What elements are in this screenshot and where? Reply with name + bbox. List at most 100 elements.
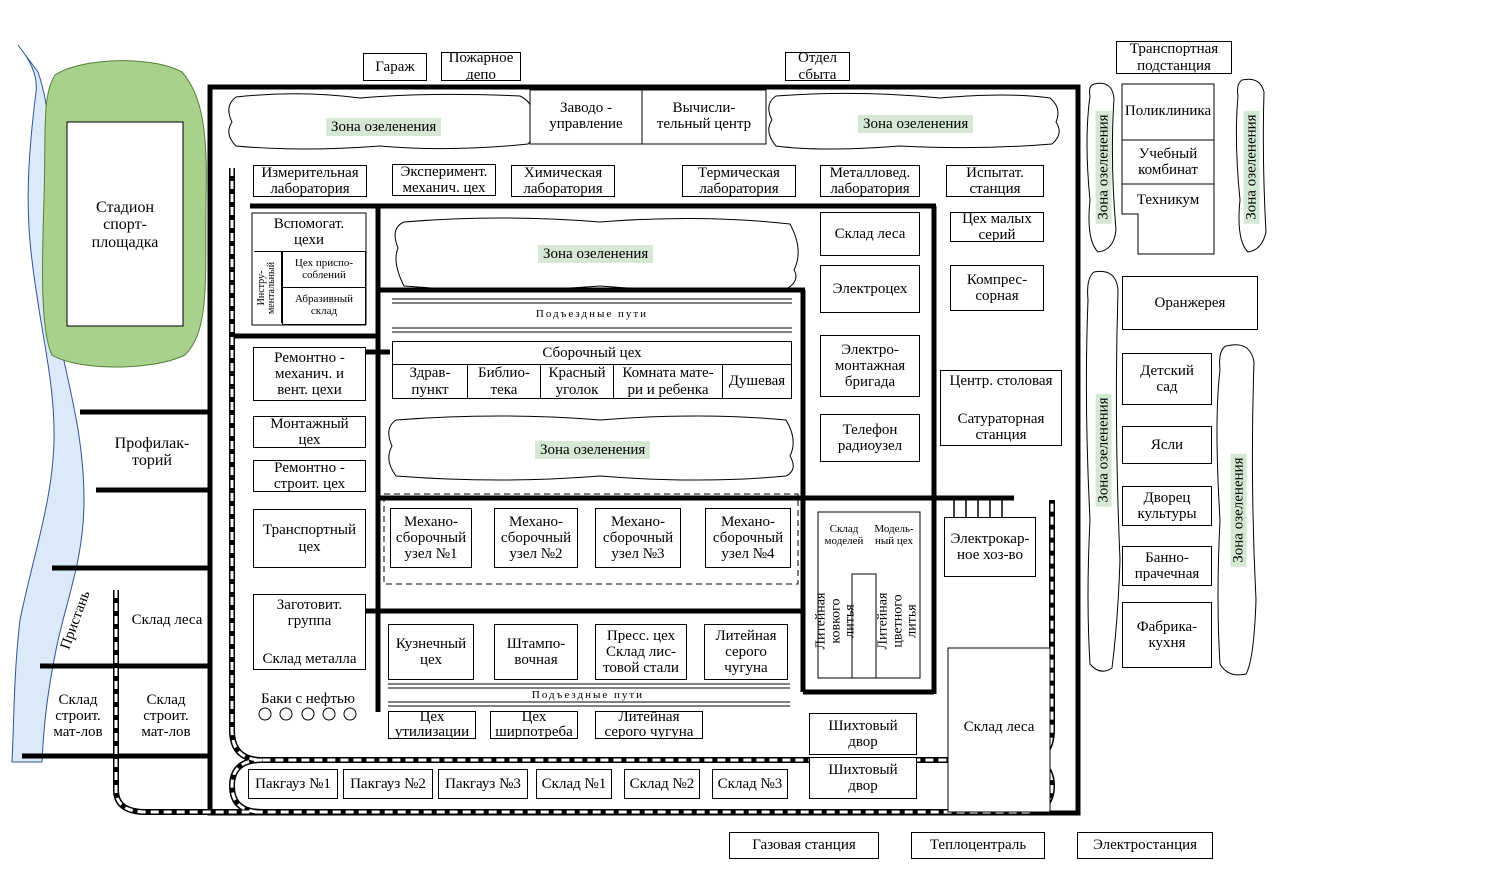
green-zone-label: Зона озеленения xyxy=(1227,430,1251,590)
green-zone-label: Зона озеленения xyxy=(1240,90,1264,244)
nonferrous-foundry: Литейная цветного литья xyxy=(874,592,920,650)
green-zone-label: Зона озеленения xyxy=(538,245,654,263)
plant-management: Заводо - управление xyxy=(549,99,623,132)
assembly-shop: Монтажный цех xyxy=(253,416,366,448)
access-roads-label: Подъездные пути xyxy=(535,308,649,320)
sales-department: Отдел сбыта xyxy=(785,52,850,81)
procurement-group: Заготовит. группа Склад металла xyxy=(253,594,366,670)
telephone-radio-hub: Телефон радиоузел xyxy=(820,414,920,462)
kindergarten: Детский сад xyxy=(1122,353,1212,405)
health-post: Здрав- пункт xyxy=(392,364,468,399)
fixture-shop: Цех приспо- соблений xyxy=(282,251,366,288)
transport-shop: Транспортный цех xyxy=(253,509,366,568)
metallography-lab: Металловед. лаборатория xyxy=(820,165,920,197)
mech-assembly-unit-3: Механо- сборочный узел №3 xyxy=(595,508,681,568)
press-shop: Пресс. цех Склад лис- товой стали xyxy=(595,624,687,680)
gray-iron-foundry-2: Литейная серого чугуна xyxy=(595,711,703,739)
chemical-lab: Химическая лаборатория xyxy=(511,165,615,197)
building-materials-store-2: Склад строит. мат-лов xyxy=(141,691,191,741)
model-store: Склад моделей xyxy=(824,523,864,547)
utilization-shop: Цех утилизации xyxy=(388,711,476,739)
library: Библио- тека xyxy=(467,364,541,399)
warehouse-2: Пакгауз №2 xyxy=(343,769,433,799)
experimental-mech-shop: Эксперимент. механич. цех xyxy=(392,164,496,196)
social-building xyxy=(1121,83,1215,255)
auxiliary-shops: Вспомогат. цехи xyxy=(273,215,345,248)
gas-station: Газовая станция xyxy=(729,832,879,859)
admin-building xyxy=(529,89,767,145)
electro-shop: Электроцех xyxy=(820,265,920,313)
green-zone-label: Зона озеленения xyxy=(858,115,974,133)
store-1: Склад №1 xyxy=(536,769,612,799)
prophylactorium: Профилак- торий xyxy=(114,434,190,469)
charge-yard-2: Шихтовый двор xyxy=(809,757,917,799)
thermal-lab: Термическая лаборатория xyxy=(682,165,796,197)
small-series-shop: Цех малых серий xyxy=(950,212,1044,242)
repair-mech-shops: Ремонтно - механич. и вент. цехи xyxy=(253,347,366,401)
oil-tank xyxy=(258,707,272,721)
stadium-label: Стадион спорт- площадка xyxy=(91,199,159,251)
fire-depot: Пожарное депо xyxy=(441,52,521,81)
warehouse-1: Пакгауз №1 xyxy=(248,769,338,799)
warehouse-3: Пакгауз №3 xyxy=(438,769,528,799)
charge-yard-1: Шихтовый двор xyxy=(809,713,917,755)
transformer-substation: Транспортная подстанция xyxy=(1116,41,1232,74)
greenhouse: Оранжерея xyxy=(1122,276,1258,330)
consumer-goods-shop: Цех ширпотреба xyxy=(490,711,578,739)
power-plant: Электростанция xyxy=(1077,832,1213,859)
yard-block xyxy=(947,647,1051,813)
technical-school: Техникум xyxy=(1136,191,1200,208)
repair-construction-shop: Ремонтно - строит. цех xyxy=(253,460,366,492)
garage: Гараж xyxy=(363,53,427,81)
culture-palace: Дворец культуры xyxy=(1122,486,1212,526)
measuring-lab: Измерительная лаборатория xyxy=(253,165,367,197)
kitchen-factory: Фабрика- кухня xyxy=(1122,602,1212,668)
assembly-shop-main: Сборочный цех xyxy=(392,341,792,365)
timber-store-2: Склад леса xyxy=(963,718,1035,735)
metal-store-label: Склад металла xyxy=(262,650,357,667)
gray-iron-foundry: Литейная серого чугуна xyxy=(704,624,788,680)
foundry-block xyxy=(817,511,921,679)
oil-tank xyxy=(301,707,315,721)
oil-tank xyxy=(279,707,293,721)
green-zone-label: Зона озеленения xyxy=(1092,90,1116,244)
pier-label: Пристань xyxy=(57,588,94,652)
mech-assembly-unit-2: Механо- сборочный узел №2 xyxy=(494,508,578,568)
green-zone-label: Зона озеленения xyxy=(1092,370,1116,530)
mech-units-enclosure xyxy=(383,493,799,585)
computing-center: Вычисли- тельный центр xyxy=(656,99,752,132)
malleable-iron-foundry: Литейная ковкого литья xyxy=(812,592,858,650)
mech-assembly-unit-1: Механо- сборочный узел №1 xyxy=(390,508,472,568)
timber-store: Склад леса xyxy=(820,212,920,256)
test-station: Испытат. станция xyxy=(946,165,1044,197)
mech-assembly-unit-4: Механо- сборочный узел №4 xyxy=(705,508,791,568)
heat-plant: Теплоцентраль xyxy=(911,832,1045,859)
access-roads-label-2: Подъездные пути xyxy=(531,689,645,701)
mother-child-room: Комната мате- ри и ребенка xyxy=(613,364,723,399)
bath-laundry: Банно- прачечная xyxy=(1122,546,1212,586)
green-zone-label: Зона озеленения xyxy=(326,118,442,136)
stadium-field xyxy=(66,121,184,327)
central-canteen-label: Центр. столовая xyxy=(949,373,1053,389)
building-materials-store-1: Склад строит. мат-лов xyxy=(53,691,103,741)
green-zone-label: Зона озеленения xyxy=(535,441,651,459)
store-2: Склад №2 xyxy=(624,769,700,799)
tool-shop: Инстру- ментальный xyxy=(254,251,282,323)
red-corner: Красный уголок xyxy=(540,364,614,399)
oil-tank xyxy=(322,707,336,721)
soda-station-label: Сатураторная станция xyxy=(957,410,1045,443)
polyclinic: Поликлиника xyxy=(1124,102,1212,119)
timber-store-outside: Склад леса xyxy=(131,611,203,628)
oil-tanks-label: Баки с нефтью xyxy=(261,690,355,707)
oil-tank xyxy=(343,707,357,721)
procurement-group-label: Заготовит. группа xyxy=(276,597,343,630)
stamping-shop: Штампо- вочная xyxy=(494,624,578,680)
forge-shop: Кузнечный цех xyxy=(388,624,474,680)
electro-install-brigade: Электро- монтажная бригада xyxy=(820,335,920,397)
shower-room: Душевая xyxy=(722,364,792,399)
store-3: Склад №3 xyxy=(712,769,788,799)
compressor-station: Компрес- сорная xyxy=(950,265,1044,311)
model-shop: Модель- ный цех xyxy=(874,523,914,547)
abrasive-store: Абразивный склад xyxy=(282,287,366,325)
electrocar-facility: Электрокар- ное хоз-во xyxy=(944,517,1036,577)
